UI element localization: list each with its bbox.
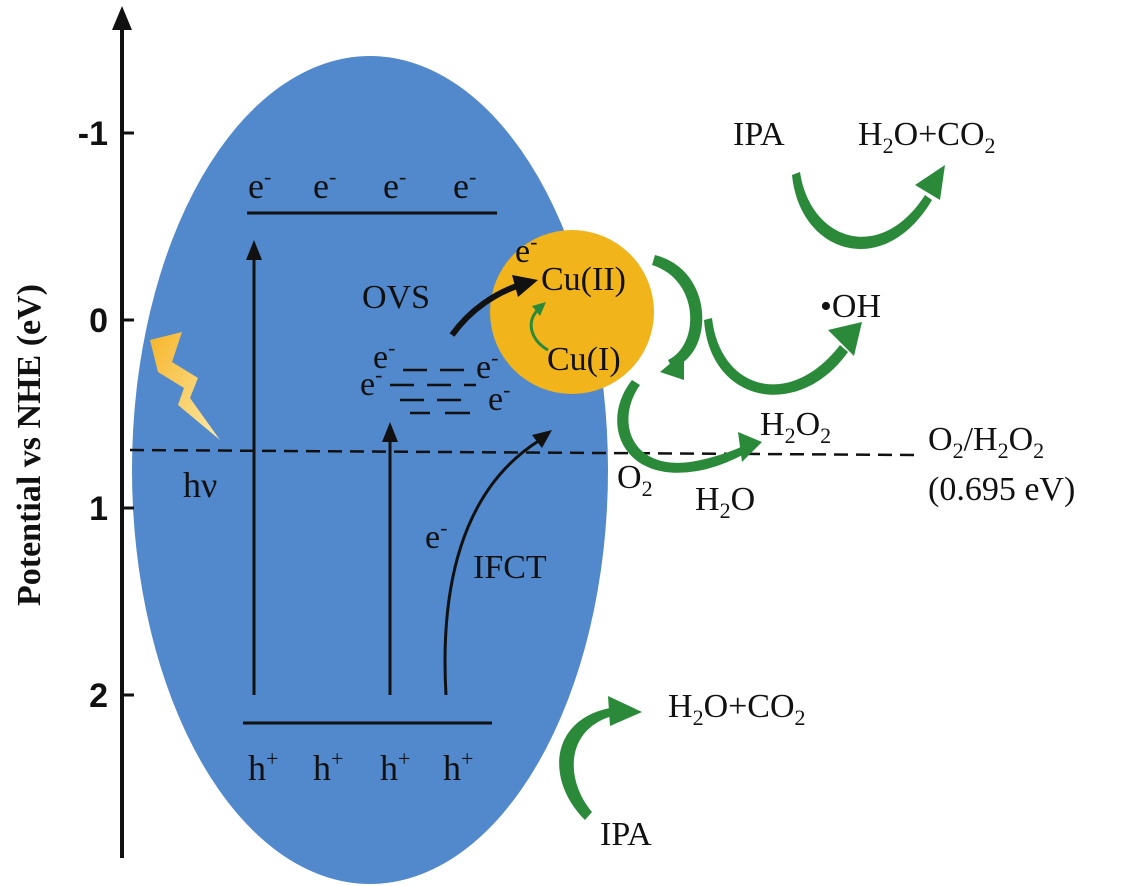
svg-text:h+: h+ (313, 746, 343, 788)
ipa-label-bottom: IPA (600, 816, 652, 853)
hv-label: hν (183, 465, 217, 505)
cu2-label: Cu(II) (541, 261, 626, 298)
green-arrows (559, 165, 945, 820)
h2o2-formation-arrow (617, 380, 748, 473)
tick-label: 2 (89, 677, 108, 715)
h2o-co2-label-top: H2O+CO2 (858, 116, 996, 158)
ovs-states (390, 368, 476, 415)
arrowhead (738, 432, 762, 462)
arrowhead (828, 322, 862, 356)
ipa-oxidation-arrow-bottom (559, 708, 612, 820)
y-axis-arrowhead (112, 6, 132, 30)
ifct-electron-label: e- (425, 515, 447, 556)
oh-radical-label: •OH (820, 288, 881, 325)
reference-potential-label: (0.695 eV) (928, 471, 1075, 508)
arrowhead (915, 165, 945, 200)
arrowhead (512, 275, 538, 297)
arrowhead (382, 422, 398, 442)
arrowhead (660, 352, 684, 380)
arrowhead (532, 430, 552, 448)
svg-text:h+: h+ (380, 746, 410, 788)
cu1-label: Cu(I) (547, 341, 621, 378)
cu-cocatalyst-circle (490, 230, 654, 394)
svg-text:e-: e- (488, 377, 510, 418)
o2-h2o2-label: O2/H2O2 (928, 421, 1044, 463)
arrowhead (532, 302, 546, 316)
svg-text:e-: e- (383, 164, 406, 206)
tick-label: 0 (89, 302, 108, 340)
svg-text:e-: e- (476, 345, 498, 386)
semiconductor-ellipse (132, 56, 608, 884)
y-axis-title: Potential vs NHE (eV) (11, 284, 48, 606)
svg-text:e-: e- (313, 164, 336, 206)
cu2-to-cu1-arrow (652, 255, 703, 368)
ovs-electrons: e- e- e- e- (360, 335, 510, 418)
h2o-label: H2O (695, 481, 755, 523)
ifct-label: IFCT (473, 549, 547, 586)
cb-electrons: e- e- e- e- (248, 164, 476, 206)
svg-text:h+: h+ (443, 746, 473, 788)
arrowhead (246, 240, 262, 260)
ovs-label: OVS (362, 279, 430, 316)
svg-text:e-: e- (360, 362, 382, 403)
ifct-arrow (443, 438, 541, 696)
svg-text:e-: e- (453, 164, 476, 206)
svg-text:h+: h+ (248, 746, 278, 788)
svg-text:e-: e- (248, 164, 271, 206)
vb-holes: h+ h+ h+ h+ (248, 746, 473, 788)
o2-label: O2 (617, 459, 653, 501)
tick-label: -1 (78, 115, 108, 153)
ipa-oxidation-arrow-top (792, 172, 932, 249)
ipa-label-top: IPA (733, 116, 785, 153)
cu-electron-label: e- (515, 229, 537, 270)
lightning-icon (150, 332, 220, 440)
arrowhead (608, 696, 642, 726)
ovs-to-cu-arrow (449, 282, 521, 337)
tick-label: 1 (89, 490, 108, 528)
h2o2-label: H2O2 (760, 406, 831, 448)
svg-text:e-: e- (373, 335, 395, 376)
h2o-co2-label-bottom: H2O+CO2 (668, 688, 806, 730)
oh-formation-arrow (704, 318, 848, 395)
